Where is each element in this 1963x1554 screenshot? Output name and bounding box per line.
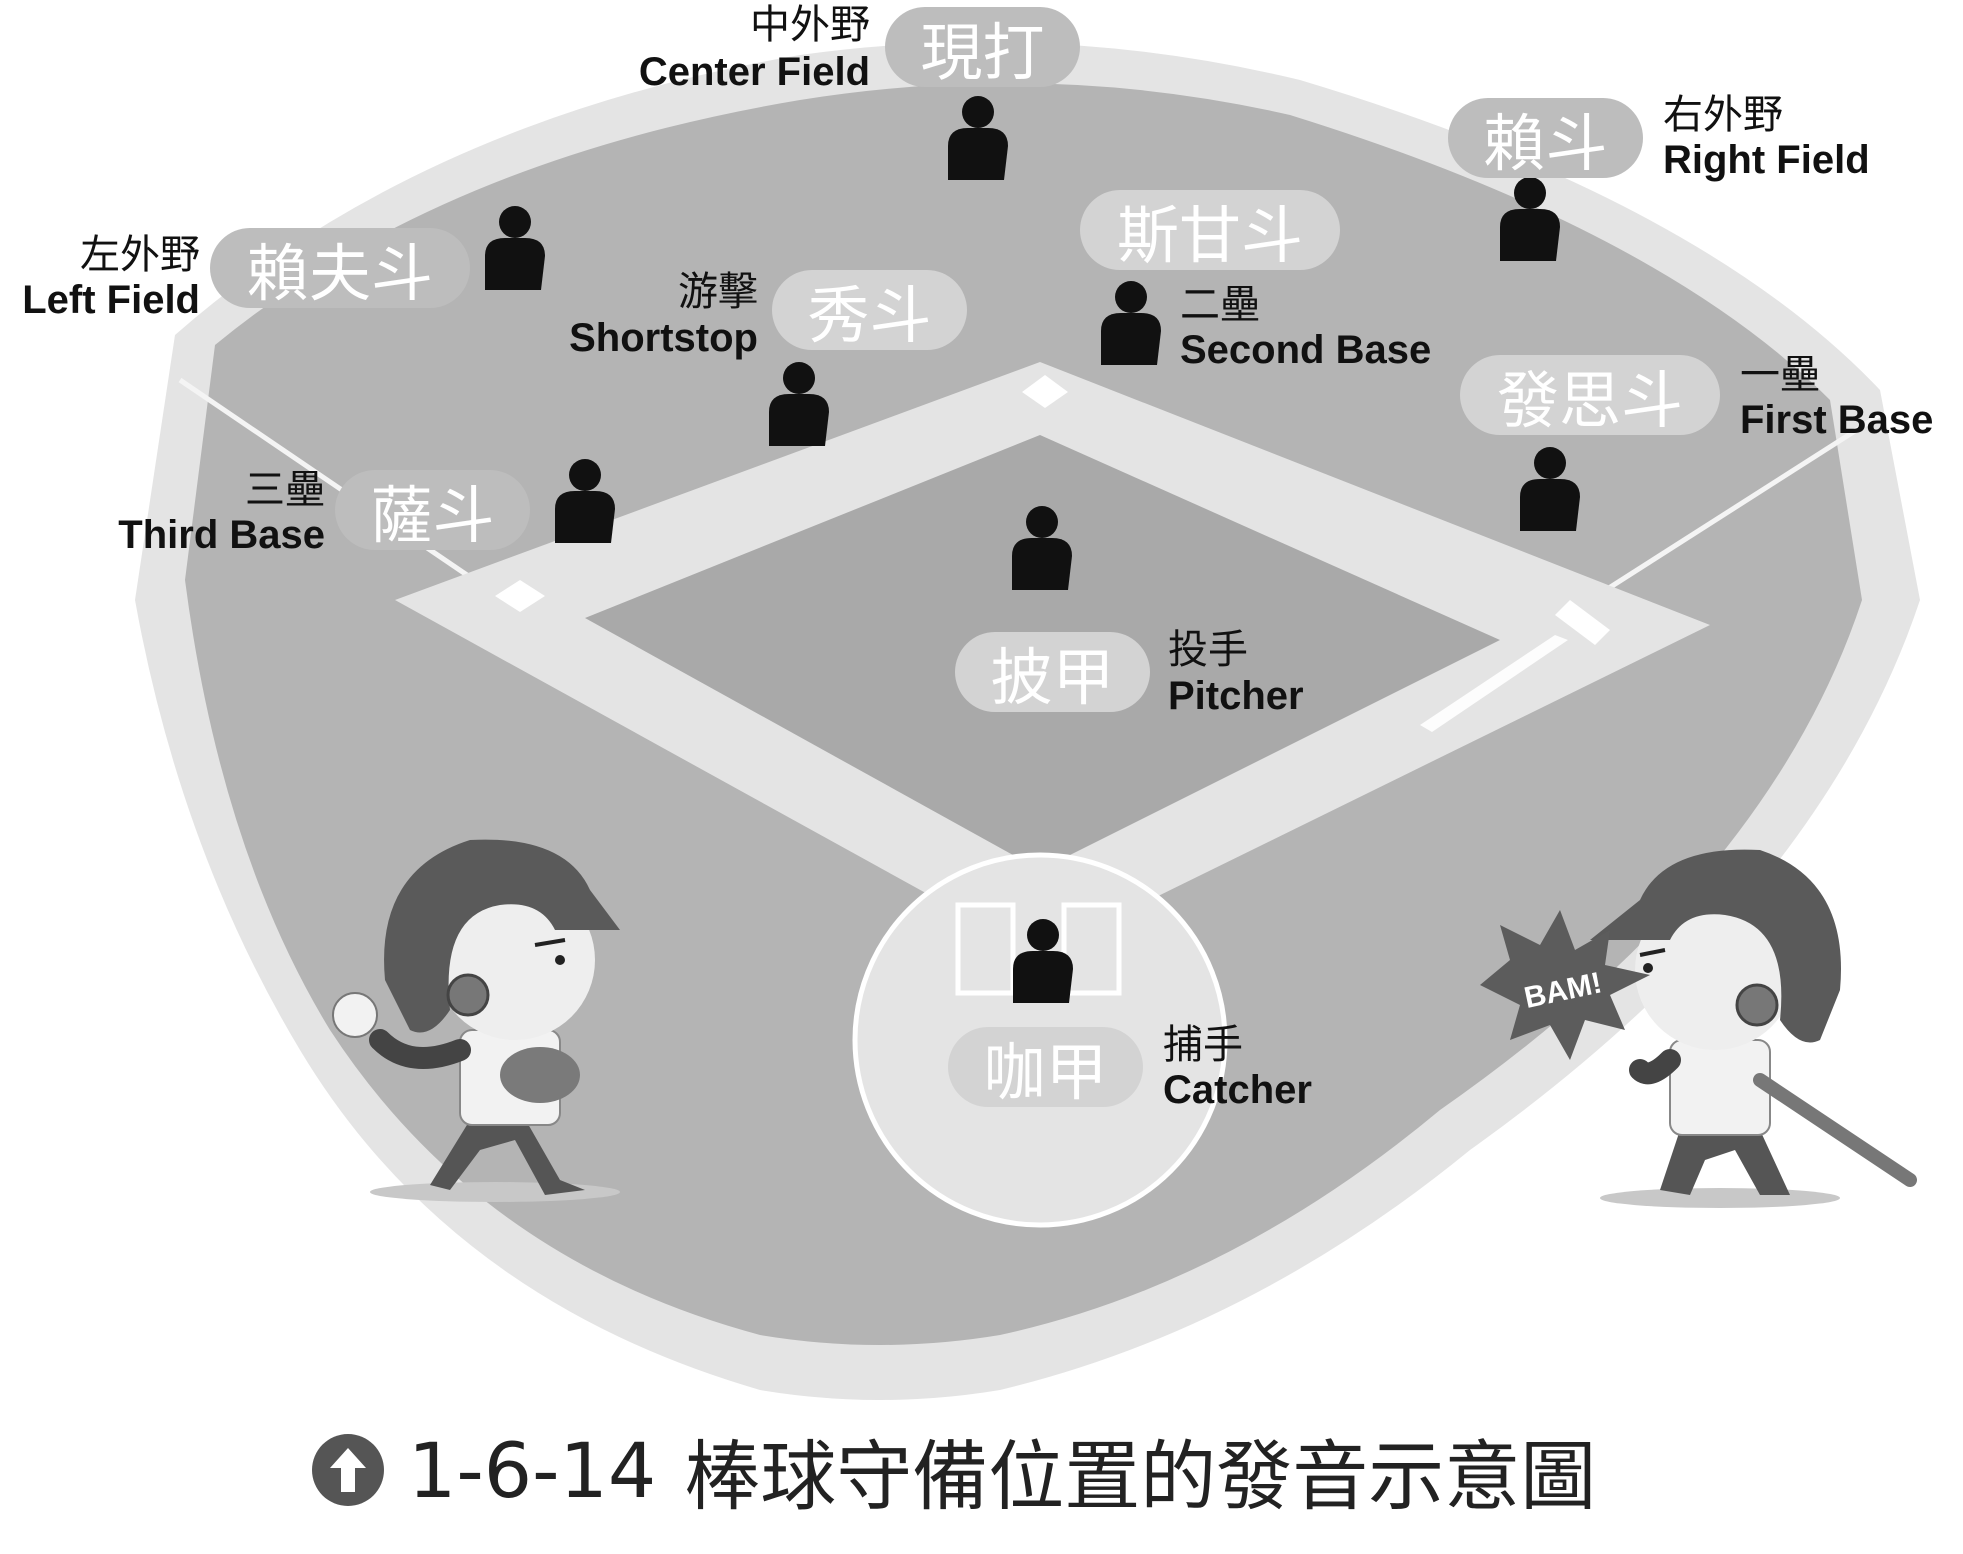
pill-catcher: 咖甲 [948, 1027, 1143, 1109]
first-base-bag [1555, 600, 1610, 645]
batter-box-left [955, 902, 1016, 996]
label-catcher-en: Catcher [1163, 1068, 1312, 1112]
label-pitcher-en: Pitcher [1168, 674, 1304, 718]
player-third-base [555, 459, 615, 543]
label-first-base-cn: 一壘 [1740, 352, 1820, 398]
player-pitcher [1012, 506, 1072, 590]
label-left-field-cn: 左外野 [80, 232, 200, 278]
player-second-base [1101, 281, 1161, 365]
player-left-field [485, 206, 545, 290]
batter-box-right [1061, 902, 1122, 996]
label-right-field-en: Right Field [1663, 138, 1870, 182]
batter-character [1590, 849, 1917, 1208]
label-shortstop-cn: 游擊 [678, 269, 758, 315]
up-arrow-circle-icon [312, 1434, 384, 1506]
figure-caption: 1-6-14 棒球守備位置的發音示意圖 [310, 1425, 1596, 1521]
player-catcher [1013, 919, 1073, 1003]
pill-center-field: 現打 [885, 7, 1080, 89]
third-base-bag [495, 580, 545, 612]
player-center-field [948, 96, 1008, 180]
pill-first-base: 發思斗 [1460, 355, 1720, 437]
second-base-bag [1022, 375, 1068, 408]
label-left-field-en: Left Field [22, 278, 200, 322]
label-third-base-en: Third Base [118, 513, 325, 557]
label-center-field-en: Center Field [638, 50, 870, 94]
label-third-base-cn: 三壘 [245, 467, 325, 513]
player-shortstop [769, 362, 829, 446]
label-right-field-cn: 右外野 [1663, 92, 1783, 138]
pitcher-character [332, 839, 620, 1202]
pill-shortstop: 秀斗 [772, 270, 967, 352]
pill-left-field: 賴夫斗 [210, 228, 470, 310]
label-second-base-cn: 二壘 [1180, 282, 1260, 328]
label-center-field-cn: 中外野 [750, 2, 870, 48]
label-catcher-cn: 捕手 [1163, 1022, 1243, 1068]
label-first-base-en: First Base [1740, 398, 1934, 442]
label-second-base-en: Second Base [1180, 328, 1432, 372]
player-first-base [1520, 447, 1580, 531]
label-pitcher-cn: 投手 [1168, 627, 1248, 673]
pill-second-base: 斯甘斗 [1080, 190, 1340, 272]
caption-number: 1-6-14 [408, 1425, 657, 1515]
pill-third-base: 薩斗 [335, 470, 530, 552]
caption-text: 棒球守備位置的發音示意圖 [684, 1432, 1597, 1521]
pill-right-field: 賴斗 [1448, 98, 1643, 180]
label-shortstop-en: Shortstop [569, 316, 758, 360]
player-right-field [1500, 177, 1560, 261]
bam-burst: BAM! [1480, 910, 1650, 1060]
pill-pitcher: 披甲 [955, 632, 1150, 714]
